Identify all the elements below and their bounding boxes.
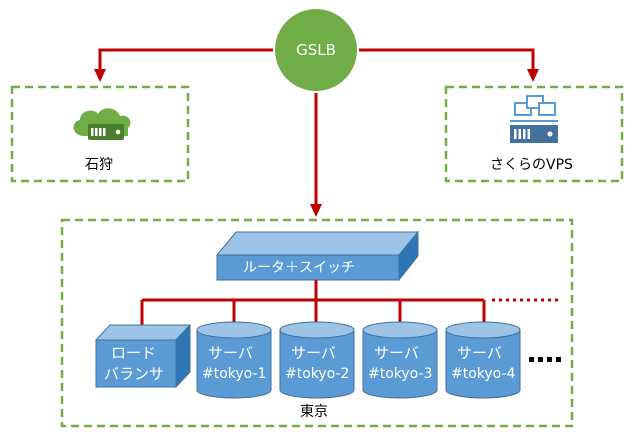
arrowhead-vps (527, 69, 539, 82)
router-switch-label: ルータ＋スイッチ (243, 260, 355, 276)
site-vps-box (444, 85, 624, 183)
server-cylinder-3 (362, 321, 438, 399)
load-balancer-label-line2: バランサ (104, 365, 165, 383)
server-2-label-line2: #tokyo-2 (285, 366, 350, 382)
site-vps-label: さくらのVPS (490, 157, 573, 173)
server-cylinder-4 (445, 321, 521, 399)
server-1-label-line1: サーバ (208, 344, 253, 362)
server-cylinder-1 (196, 321, 272, 399)
arrowhead-ishikari (94, 69, 106, 82)
gslb-label: GSLB (296, 41, 336, 59)
site-ishikari-label: 石狩 (85, 157, 113, 173)
server-4-label-line2: #tokyo-4 (451, 366, 516, 382)
server-2-label-line1: サーバ (291, 344, 336, 362)
more-servers-ellipsis (529, 357, 561, 362)
router-switch-node (215, 230, 420, 282)
cloud-server-icon (73, 108, 131, 140)
site-tokyo-label: 東京 (300, 404, 328, 420)
server-1-label-line2: #tokyo-1 (202, 366, 267, 382)
load-balancer-node (94, 323, 192, 389)
connector-to-ishikari (98, 48, 282, 70)
site-ishikari-box (10, 85, 190, 183)
connector-to-vps (350, 48, 535, 70)
server-cylinders (196, 321, 521, 399)
load-balancer-label-line1: ロード (111, 344, 157, 362)
arrowhead-tokyo (310, 204, 322, 217)
server-3-label-line1: サーバ (374, 344, 419, 362)
gslb-node (273, 7, 359, 93)
connector-arrowheads (94, 69, 539, 217)
server-3-label-line2: #tokyo-3 (368, 366, 433, 382)
server-4-label-line1: サーバ (457, 344, 502, 362)
site-tokyo-box (60, 218, 574, 428)
server-cylinder-2 (279, 321, 355, 399)
network-server-icon (510, 95, 558, 143)
gslb-connectors (98, 48, 535, 205)
